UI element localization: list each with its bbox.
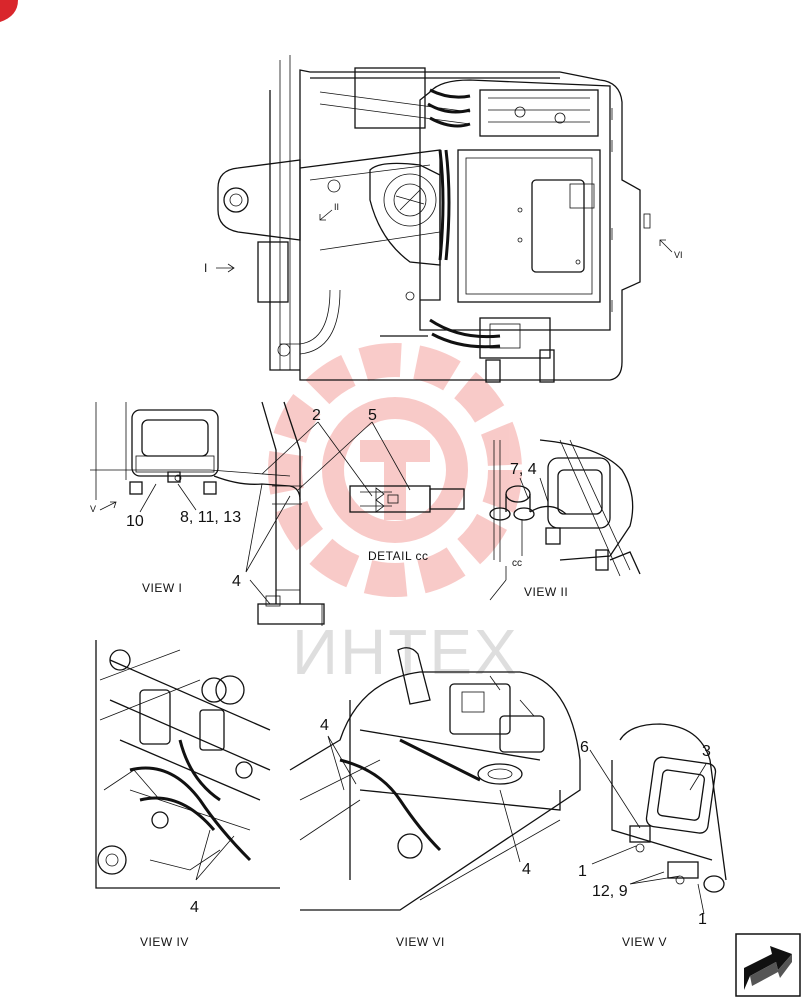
callout-12-9: 12, 9: [592, 883, 628, 900]
detail-cc-title: DETAIL cc: [368, 549, 429, 563]
view-I-title: VIEW I: [142, 581, 182, 595]
callout-4-view-VI-bottom: 4: [522, 861, 531, 878]
view-VI-arrow-label: VI: [674, 250, 683, 260]
callout-3: 3: [702, 743, 711, 760]
view-V-arrow-label: V: [90, 504, 96, 514]
view-II-title: VIEW II: [524, 585, 568, 599]
callout-7-4: 7, 4: [510, 461, 537, 478]
callout-8-11-13: 8, 11, 13: [180, 509, 241, 526]
view-II-arrow-icon: [319, 209, 333, 221]
view-VI-arrow-icon: [659, 239, 673, 253]
watermark-logo-icon: [268, 343, 522, 597]
callout-5: 5: [368, 407, 377, 424]
view-IV-drawing: 4 VIEW IV: [95, 640, 280, 949]
detail-cc-marker-label: cc: [512, 558, 522, 569]
view-IV-title: VIEW IV: [140, 935, 189, 949]
view-I-drawing: V 2 5 10 8, 11, 13 4 VIEW I: [90, 401, 411, 626]
view-I-arrow-icon: [216, 263, 235, 273]
view-V-title: VIEW V: [622, 935, 667, 949]
watermark-text: ИНТЕХ: [292, 616, 519, 688]
callout-1-bottom: 1: [698, 911, 707, 928]
callout-1-top: 1: [578, 863, 587, 880]
view-VI-title: VIEW VI: [396, 935, 445, 949]
corner-badge-icon: [0, 0, 18, 22]
next-page-arrow-button[interactable]: [735, 933, 801, 997]
view-V-arrow-icon: [99, 501, 117, 511]
callout-4-view-I: 4: [232, 573, 241, 590]
view-II-arrow-label: II: [334, 202, 339, 212]
view-I-arrow-label: I: [204, 261, 208, 275]
callout-6: 6: [580, 739, 589, 756]
callout-2: 2: [312, 407, 321, 424]
callout-10: 10: [126, 513, 144, 530]
next-page-arrow-icon: [744, 946, 792, 990]
detail-cc-drawing: DETAIL cc: [349, 485, 465, 563]
view-V-drawing: 6 3 1 12, 9 1 VIEW V: [578, 723, 727, 949]
main-cab-top-view: I II VI: [204, 55, 683, 383]
callout-4-view-IV: 4: [190, 899, 199, 916]
view-II-drawing: 7, 4 cc VIEW II: [489, 439, 641, 601]
view-VI-drawing: 4 4 VIEW VI: [289, 647, 581, 949]
callout-4-view-VI-top: 4: [320, 717, 329, 734]
